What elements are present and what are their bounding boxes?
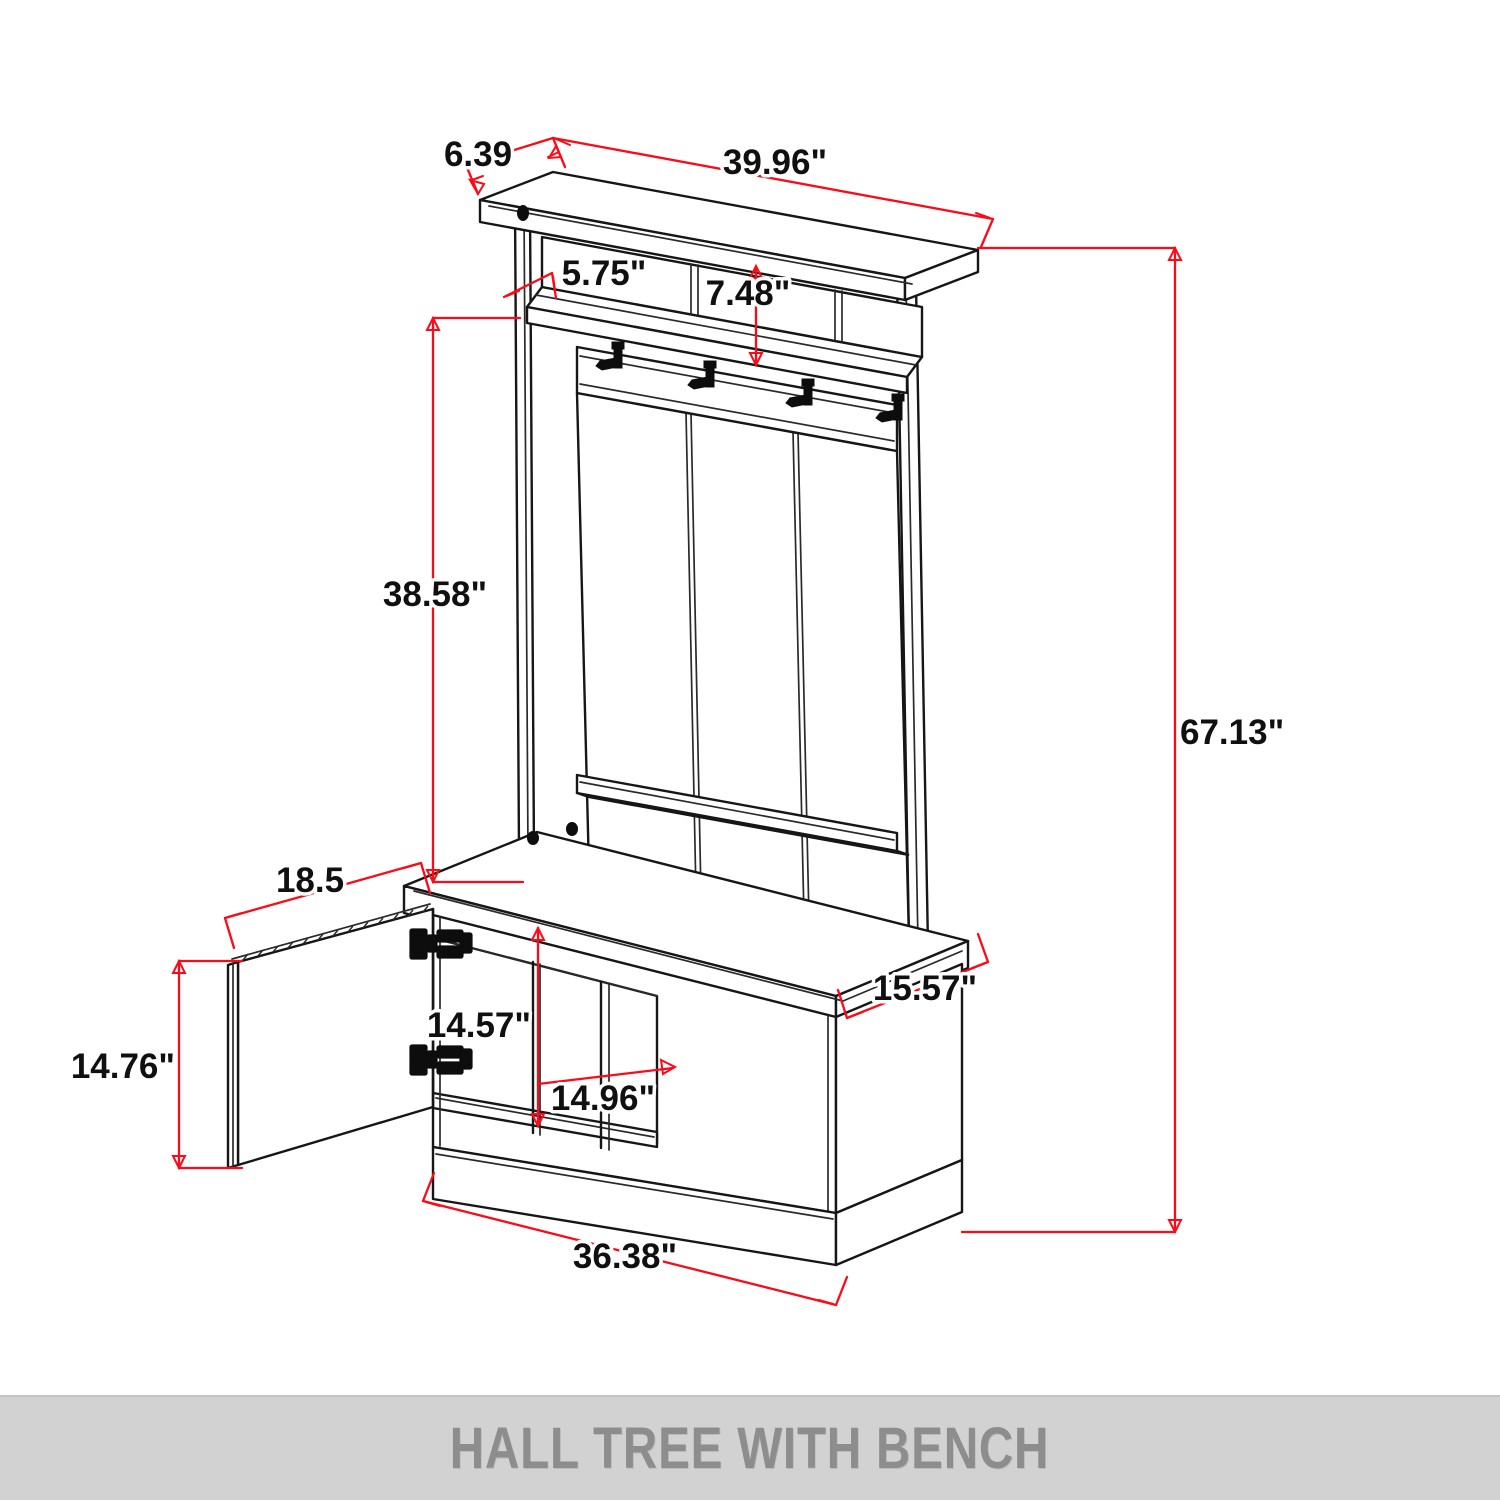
coat-hook bbox=[595, 341, 905, 423]
dimension-door-height: 14.76" bbox=[67, 958, 244, 1171]
dimension-overall-height: 67.13" bbox=[960, 245, 1288, 1235]
dimension-label-top-depth: 6.39 bbox=[444, 135, 512, 174]
dimension-label-bench-depth: 15.57" bbox=[873, 969, 977, 1008]
dimension-label-bench-width: 36.38" bbox=[573, 1237, 677, 1276]
cabinet-hinge bbox=[409, 928, 473, 1076]
dimension-label-opening-width: 14.96" bbox=[551, 1079, 655, 1118]
dimension-overall-width: 39.96" bbox=[551, 136, 995, 249]
dimension-label-cubby-height: 7.48" bbox=[706, 274, 791, 313]
dimension-cubby-height: 7.48" bbox=[702, 263, 794, 368]
top-shelf bbox=[478, 170, 980, 302]
hall-tree-isometric-drawing: 6.39 39.96" 5.75" 7.48" bbox=[67, 132, 1288, 1307]
dimension-label-cubby-depth: 5.75" bbox=[562, 254, 647, 293]
dimension-label-overall-width: 39.96" bbox=[723, 143, 827, 182]
hall-tree-furniture bbox=[226, 170, 980, 1267]
caption-bar: HALL TREE WITH BENCH bbox=[0, 1395, 1500, 1500]
dimension-cubby-depth: 5.75" bbox=[502, 251, 650, 300]
dimension-opening-height: 14.57" bbox=[423, 925, 546, 1129]
dimension-label-door-height: 14.76" bbox=[71, 1047, 175, 1086]
dimension-label-door-width: 18.5 bbox=[276, 861, 344, 900]
hook-rail bbox=[575, 345, 899, 453]
dimension-label-overall-height: 67.13" bbox=[1180, 713, 1284, 752]
dimension-top-depth: 6.39 bbox=[440, 132, 567, 196]
technical-drawing-canvas: 6.39 39.96" 5.75" 7.48" bbox=[67, 132, 1288, 1307]
toe-kick bbox=[431, 1145, 964, 1267]
dimension-bench-width: 36.38" bbox=[421, 1171, 849, 1307]
back-lower-rail bbox=[575, 773, 910, 857]
dimension-back-height: 38.58" bbox=[379, 315, 525, 885]
dimension-label-opening-height: 14.57" bbox=[427, 1006, 531, 1045]
upper-cubby-back bbox=[540, 235, 924, 359]
dowel-pin bbox=[517, 205, 578, 845]
dimension-bench-depth: 15.57" bbox=[836, 932, 990, 1020]
cabinet-body bbox=[431, 913, 964, 1215]
dimension-label-back-height: 38.58" bbox=[383, 575, 487, 614]
dimension-annotations: 6.39 39.96" 5.75" 7.48" bbox=[67, 132, 1288, 1307]
cabinet-door bbox=[226, 903, 435, 1170]
dimension-opening-width: 14.96" bbox=[536, 1058, 678, 1122]
dimension-door-width: 18.5 bbox=[223, 858, 432, 950]
product-title: HALL TREE WITH BENCH bbox=[450, 1416, 1050, 1481]
